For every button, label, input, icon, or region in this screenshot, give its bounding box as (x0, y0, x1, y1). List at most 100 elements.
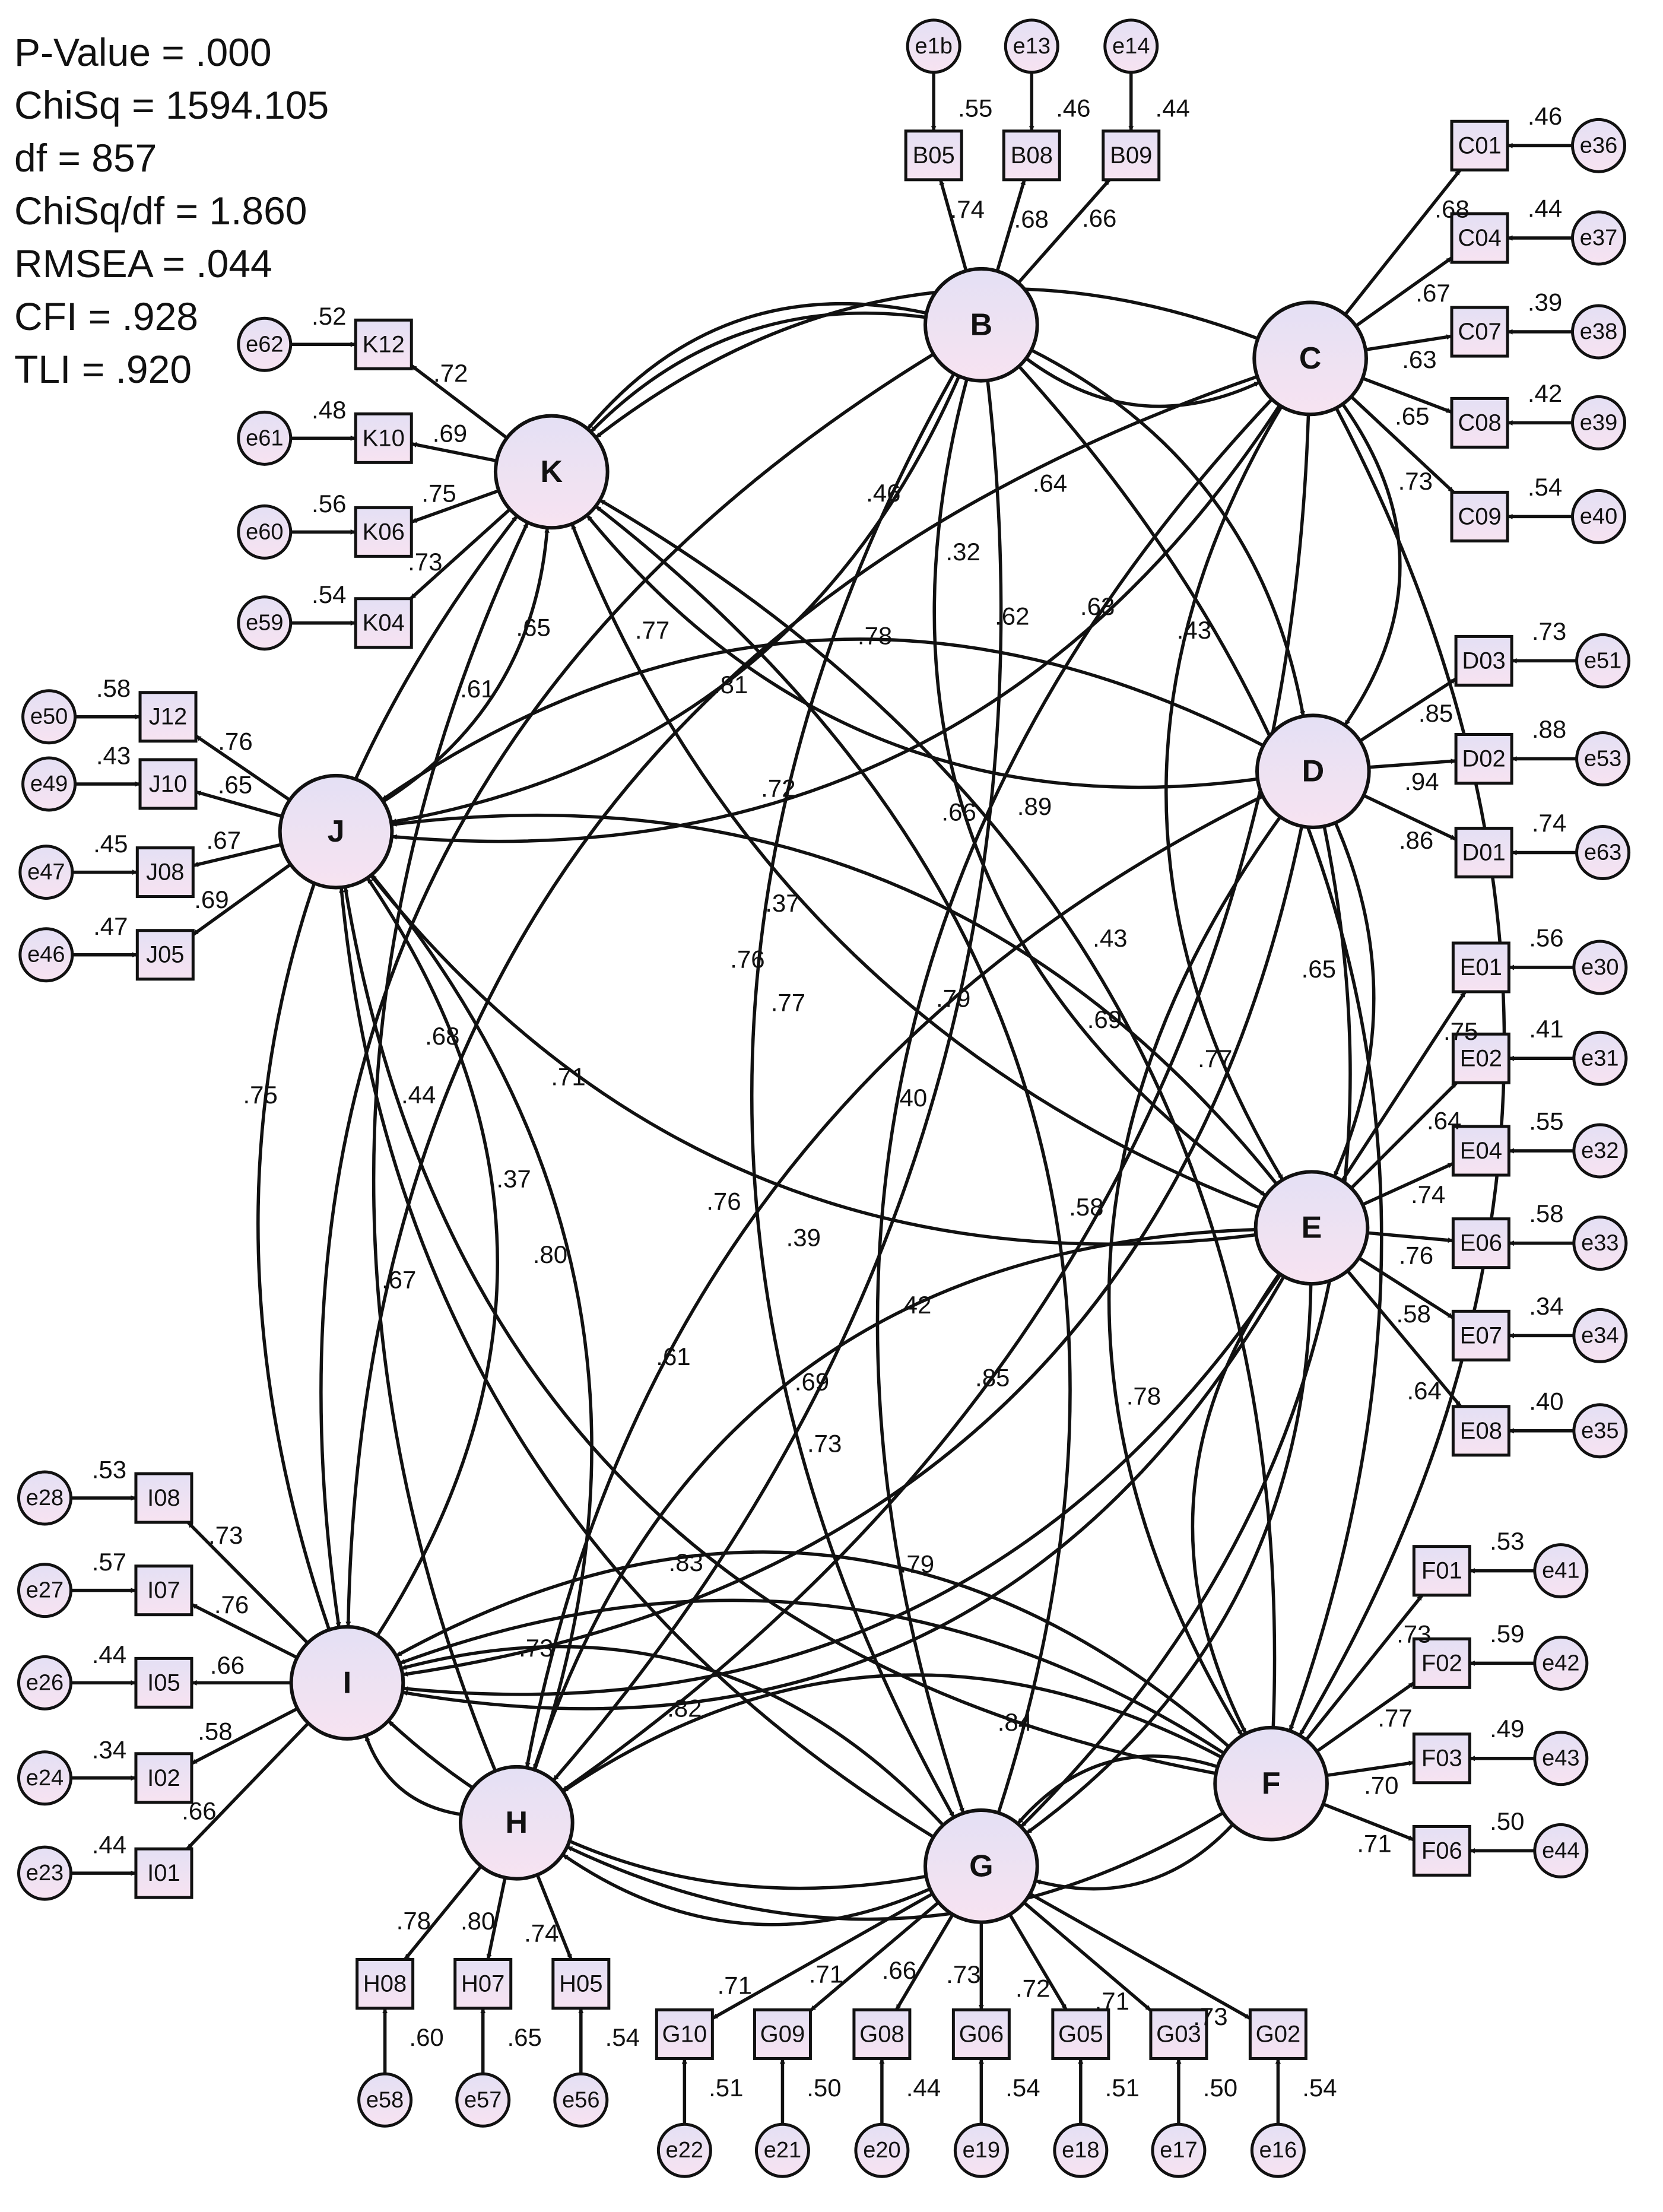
r2-label: .46 (1056, 94, 1090, 122)
indicator-i08: I08 (134, 1472, 193, 1524)
svg-text:e34: e34 (1581, 1323, 1618, 1348)
svg-text:e20: e20 (863, 2138, 900, 2163)
chisq-text: ChiSq = 1594.105 (14, 83, 329, 127)
loading-arrow (939, 179, 968, 272)
df-text: df = 857 (14, 136, 157, 180)
error-e50: e50 (21, 689, 77, 745)
r2-label: .54 (1302, 2074, 1337, 2102)
r2-label: .73 (1532, 617, 1566, 645)
loading-arrow (1008, 1913, 1068, 2011)
error-e33: e33 (1572, 1216, 1628, 1271)
correlation-label: .81 (713, 671, 748, 699)
svg-text:I: I (343, 1665, 351, 1700)
svg-text:J08: J08 (146, 859, 185, 886)
indicator-g06: G06 (951, 2008, 1011, 2060)
loading-label: .75 (421, 480, 456, 507)
indicator-g09: G09 (753, 2008, 812, 2060)
loading-arrow (1350, 1081, 1458, 1189)
latent-k: K (493, 414, 610, 530)
error-e61: e61 (237, 410, 293, 466)
cfi-text: CFI = .928 (14, 294, 198, 338)
svg-text:I02: I02 (147, 1765, 180, 1791)
svg-text:G06: G06 (959, 2021, 1004, 2047)
correlation-label: .66 (941, 798, 976, 826)
error-e22: e22 (656, 2122, 712, 2178)
r2-label: .44 (1156, 94, 1190, 122)
correlation-d-h (525, 791, 1269, 1769)
latent-i: I (289, 1625, 405, 1741)
svg-text:e59: e59 (246, 611, 283, 636)
correlation-label: .80 (533, 1240, 567, 1268)
loading-arrow (535, 1874, 573, 1960)
svg-text:G10: G10 (662, 2021, 707, 2047)
loading-label: .66 (210, 1651, 245, 1679)
error-e32: e32 (1572, 1123, 1628, 1179)
indicator-i01: I01 (134, 1847, 193, 1899)
svg-text:e23: e23 (26, 1861, 64, 1886)
correlation-label: .37 (765, 889, 799, 917)
error-e31: e31 (1572, 1030, 1628, 1086)
correlation-label: .62 (995, 602, 1029, 630)
svg-text:G: G (969, 1849, 993, 1883)
r2-label: .60 (409, 2023, 443, 2051)
loading-arrow (486, 1877, 507, 1960)
svg-text:e26: e26 (26, 1670, 64, 1695)
error-e36: e36 (1571, 118, 1627, 173)
correlation-label: .67 (382, 1265, 416, 1293)
latent-j: J (278, 773, 394, 890)
correlation-label: .69 (1087, 1005, 1122, 1033)
r2-label: .74 (1532, 809, 1566, 837)
svg-text:e24: e24 (26, 1766, 64, 1791)
indicator-k06: K06 (354, 506, 413, 558)
r2-label: .34 (92, 1735, 126, 1763)
loading-arrow (410, 364, 508, 440)
svg-text:e43: e43 (1542, 1746, 1579, 1771)
r2-label: .49 (1490, 1715, 1524, 1743)
svg-text:C07: C07 (1458, 319, 1501, 345)
correlation-e-j (391, 813, 1282, 1190)
svg-text:J05: J05 (146, 942, 185, 968)
svg-text:J: J (328, 814, 345, 849)
loading-label: .73 (208, 1521, 243, 1549)
loading-label: .64 (1407, 1376, 1442, 1404)
r2-label: .44 (906, 2074, 941, 2102)
loading-label: .65 (218, 770, 252, 798)
fit-statistics: P-Value = .000 ChiSq = 1594.105 df = 857… (14, 26, 329, 396)
correlation-label: .65 (516, 613, 550, 641)
svg-text:e32: e32 (1581, 1138, 1618, 1163)
correlation-f-i (395, 1550, 1235, 1753)
loading-arrow (1365, 334, 1452, 351)
r2-label: .46 (1528, 102, 1562, 130)
chisq-df-text: ChiSq/df = 1.860 (14, 189, 307, 233)
loading-arrow (1023, 1901, 1152, 2012)
correlation-label: .73 (519, 1634, 553, 1662)
indicator-j05: J05 (135, 929, 195, 981)
correlation-g-h (561, 1853, 936, 1927)
r2-label: .54 (605, 2023, 640, 2051)
correlation-label: .61 (656, 1343, 690, 1370)
svg-text:H08: H08 (363, 1971, 407, 1997)
loading-arrow (1363, 794, 1457, 841)
correlation-label: .84 (998, 1708, 1032, 1736)
correlation-label: .75 (243, 1081, 278, 1109)
correlation-label: .39 (786, 1224, 821, 1252)
correlation-label: .82 (667, 1694, 702, 1722)
loading-arrow (195, 734, 291, 802)
loading-label: .74 (524, 1919, 558, 1947)
latent-c: C (1252, 300, 1368, 417)
loading-label: .71 (1095, 1987, 1129, 2015)
error-e47: e47 (18, 845, 74, 900)
correlation-label: .78 (1126, 1382, 1161, 1410)
loading-arrow (195, 790, 283, 818)
svg-text:e27: e27 (26, 1578, 64, 1603)
svg-text:e40: e40 (1580, 504, 1617, 529)
loading-arrow (1344, 169, 1462, 316)
svg-text:e22: e22 (666, 2138, 703, 2163)
loading-arrow (411, 489, 500, 524)
indicator-i02: I02 (134, 1752, 193, 1804)
indicator-f03: F03 (1412, 1732, 1471, 1785)
svg-text:E07: E07 (1460, 1322, 1502, 1348)
svg-text:e44: e44 (1542, 1838, 1579, 1863)
loading-arrow (809, 1901, 940, 2012)
correlation-label: .76 (730, 945, 764, 973)
